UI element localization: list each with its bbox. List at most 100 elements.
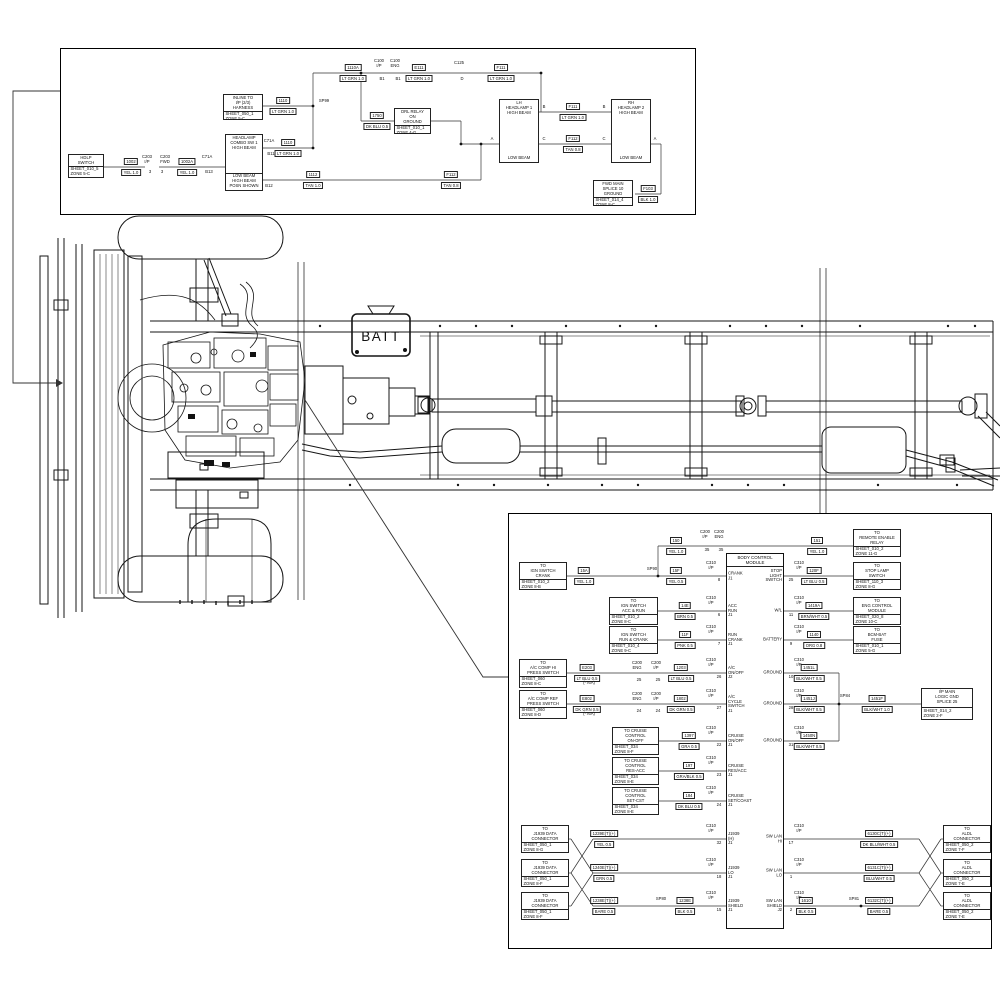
panel-wires <box>567 545 943 908</box>
wire-color-label: LT GRN 1.0 <box>405 75 433 83</box>
connector-text: 25 <box>655 677 661 682</box>
transmission <box>304 365 430 435</box>
wire-circuit-label: 6130C(T)(+) <box>865 829 893 837</box>
wire-circuit-label: 150 <box>670 536 682 544</box>
wire-circuit-label: 1110 <box>276 96 290 104</box>
wire-circuit-label: 1112 <box>306 170 320 178</box>
connector-text: SP81 <box>848 896 860 901</box>
pin-number: 17 <box>788 840 794 845</box>
battery-label: BATT <box>361 329 401 344</box>
pin-number: 27 <box>716 705 722 710</box>
battery-box: BATT <box>351 305 411 357</box>
driveshaft <box>417 393 988 419</box>
connector-text: B <box>602 104 606 109</box>
splice-dot <box>837 702 841 706</box>
splice-dot <box>459 142 463 146</box>
connector-text: B13 <box>205 169 213 174</box>
wire-circuit-label: F111 <box>566 102 580 110</box>
wire-color-label: LT GRN 1.0 <box>487 75 515 83</box>
wire-circuit-label: 1397 <box>681 731 697 739</box>
wire-circuit-label: 1238E(T)(+) <box>590 896 618 904</box>
connector-text: 25 <box>636 677 642 682</box>
wire-color-label: DK GRN 0.5 <box>572 706 602 714</box>
wire-color-label: LT BLU 0.5 <box>574 675 600 683</box>
wire-color-label: ORG 0.8 <box>803 642 825 650</box>
pin-number: 24 <box>716 802 722 807</box>
pin-number: 9 <box>789 641 793 646</box>
pin-number: 22 <box>716 742 722 747</box>
splice-dot <box>539 71 543 75</box>
splice-dot <box>359 71 363 75</box>
wire-circuit-label: 1802 <box>673 694 689 702</box>
wire-color-label: LT BLU 0.5 <box>801 578 827 586</box>
pin-number: 11 <box>788 612 794 617</box>
wire-circuit-label: F112 <box>565 134 581 142</box>
connector-text: C <box>542 136 546 141</box>
connector-text: A <box>490 136 494 141</box>
wire-color-label: DK GRN 0.5 <box>666 706 696 714</box>
wire-color-label: BLK 0.5 <box>796 908 816 916</box>
bcm-pin-label: W/L <box>774 607 782 613</box>
wire-circuit-label: E802 <box>579 694 595 702</box>
connector-text: B1 <box>395 76 401 81</box>
splice-dot <box>479 142 483 146</box>
connector-text: C125 <box>453 60 465 65</box>
wire-color-label: YEL 0.5 <box>594 841 614 849</box>
wire-circuit-label: 1610 <box>798 896 814 904</box>
wire-color-label: BLK 0.5 <box>675 908 695 916</box>
connector-text: 3 <box>160 169 164 174</box>
connector-text: D <box>460 76 464 81</box>
wire-color-label: YEL 0.5 <box>666 578 686 586</box>
wire-circuit-label: F103 <box>640 184 656 192</box>
muffler <box>821 426 907 474</box>
wire-color-label: DK BLU 0.5 <box>363 123 391 131</box>
wire-circuit-label: 1450N <box>800 731 818 739</box>
exhaust-system <box>301 426 999 487</box>
frame-rails <box>150 320 994 491</box>
datum-lines <box>297 262 827 610</box>
wire-circuit-label: 11F <box>679 630 691 638</box>
wire-color-label: BLU/WHT 0.5 <box>863 875 895 883</box>
splice-dot <box>656 574 660 578</box>
wire-color-label: GRA 0.5 <box>678 743 700 751</box>
wire-circuit-label: 197 <box>683 761 695 769</box>
component-box-subtitle: LOW BEAM <box>507 155 531 161</box>
